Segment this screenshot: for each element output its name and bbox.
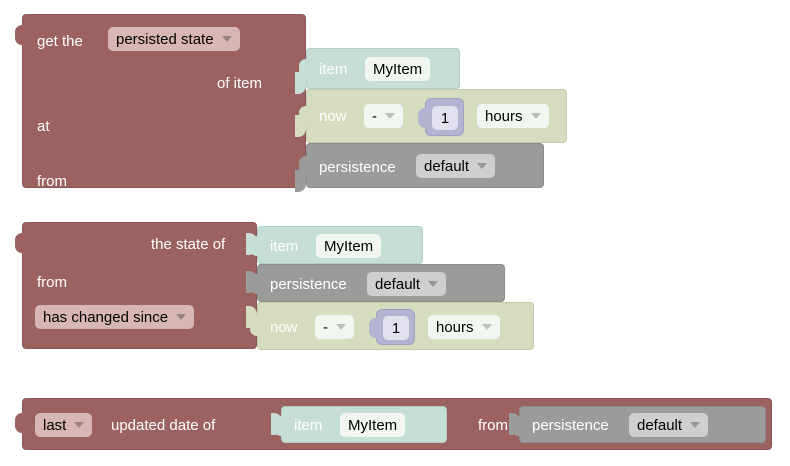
dropdown-persistence-service-value: default: [375, 275, 421, 293]
block-persistence-1[interactable]: persistence default: [299, 143, 544, 188]
label-updated-date-of: updated date of: [111, 417, 216, 434]
dropdown-time-unit-value: hours: [436, 318, 474, 336]
label-item: item: [270, 238, 299, 255]
output-connector-tab: [250, 316, 259, 336]
field-item-name-value: MyItem: [373, 60, 423, 78]
label-now: now: [319, 108, 347, 125]
output-connector-tab: [512, 416, 521, 436]
dropdown-operator[interactable]: -: [364, 104, 403, 128]
dropdown-time-unit[interactable]: hours: [477, 104, 549, 128]
dropdown-persistence-service[interactable]: default: [629, 413, 709, 437]
output-connector-tab: [299, 59, 308, 79]
socket-datetime[interactable]: [295, 115, 306, 137]
chevron-down-icon: [530, 113, 541, 119]
label-of-item: of item: [217, 75, 263, 92]
block-persistence-2[interactable]: persistence default: [250, 264, 505, 302]
dropdown-operator[interactable]: -: [315, 315, 354, 339]
block-datetime-2[interactable]: now - 1 hours: [250, 302, 534, 350]
output-connector-tab: [15, 25, 24, 45]
output-connector-tab: [250, 236, 259, 256]
label-get-the: get the: [37, 33, 83, 50]
block-item-3[interactable]: item MyItem: [274, 406, 447, 443]
dropdown-which-value: last: [43, 416, 67, 434]
output-connector-tab: [369, 318, 378, 338]
label-persistence: persistence: [532, 417, 609, 434]
socket-item[interactable]: [295, 72, 306, 94]
chevron-down-icon: [477, 163, 488, 169]
block-item-1[interactable]: item MyItem: [299, 48, 460, 89]
dropdown-operator-value: -: [372, 107, 377, 125]
block-persistence-3[interactable]: persistence default: [512, 406, 766, 443]
chevron-down-icon: [385, 113, 395, 119]
output-connector-tab: [299, 156, 308, 176]
label-the-state-of: the state of: [151, 236, 226, 253]
chevron-down-icon: [690, 422, 701, 428]
output-connector-tab: [299, 106, 308, 126]
block-item-2[interactable]: item MyItem: [250, 226, 423, 264]
field-number-value[interactable]: 1: [432, 106, 458, 130]
field-item-name-value: MyItem: [324, 237, 374, 255]
field-number-value[interactable]: 1: [383, 316, 409, 340]
chevron-down-icon: [74, 422, 85, 428]
field-item-name-value: MyItem: [348, 416, 398, 434]
field-number-text: 1: [440, 109, 450, 127]
block-persisted-state[interactable]: get the persisted state of item at from: [15, 14, 306, 192]
field-item-name[interactable]: MyItem: [365, 57, 431, 81]
block-number-2[interactable]: 1: [369, 309, 415, 345]
field-item-name[interactable]: MyItem: [316, 234, 382, 258]
label-item: item: [294, 417, 323, 434]
dropdown-condition[interactable]: has changed since: [35, 305, 195, 329]
chevron-down-icon: [428, 281, 439, 287]
dropdown-persistence-service[interactable]: default: [367, 272, 447, 296]
dropdown-persistence-service[interactable]: default: [416, 154, 496, 178]
dropdown-persistence-service-value: default: [424, 157, 470, 175]
output-connector-tab: [15, 233, 24, 253]
label-persistence: persistence: [270, 276, 347, 293]
output-connector-tab: [15, 413, 24, 433]
dropdown-persistence-service-value: default: [637, 416, 683, 434]
chevron-down-icon: [176, 314, 187, 320]
dropdown-condition-value: has changed since: [43, 308, 169, 326]
output-connector-tab: [274, 416, 283, 436]
block-datetime-1[interactable]: now - 1 hours: [299, 89, 567, 143]
block-state-changed-since[interactable]: the state of from has changed since: [15, 222, 257, 349]
label-from: from: [478, 417, 508, 434]
block-number-1[interactable]: 1: [418, 98, 464, 136]
socket-persistence[interactable]: [295, 170, 306, 192]
dropdown-state-kind[interactable]: persisted state: [108, 27, 240, 51]
label-persistence: persistence: [319, 159, 396, 176]
label-now: now: [270, 319, 298, 336]
output-connector-tab: [418, 108, 427, 128]
chevron-down-icon: [481, 324, 492, 330]
output-connector-tab: [250, 274, 259, 294]
dropdown-time-unit-value: hours: [485, 107, 523, 125]
chevron-down-icon: [336, 324, 346, 330]
dropdown-state-kind-value: persisted state: [116, 30, 214, 48]
field-number-text: 1: [391, 319, 401, 337]
label-item: item: [319, 61, 348, 78]
dropdown-time-unit[interactable]: hours: [428, 315, 500, 339]
chevron-down-icon: [221, 36, 232, 42]
dropdown-which[interactable]: last: [35, 413, 93, 437]
field-item-name[interactable]: MyItem: [340, 413, 406, 437]
label-at: at: [37, 118, 50, 135]
label-from: from: [37, 173, 67, 190]
dropdown-operator-value: -: [323, 318, 328, 336]
label-from: from: [37, 274, 67, 291]
